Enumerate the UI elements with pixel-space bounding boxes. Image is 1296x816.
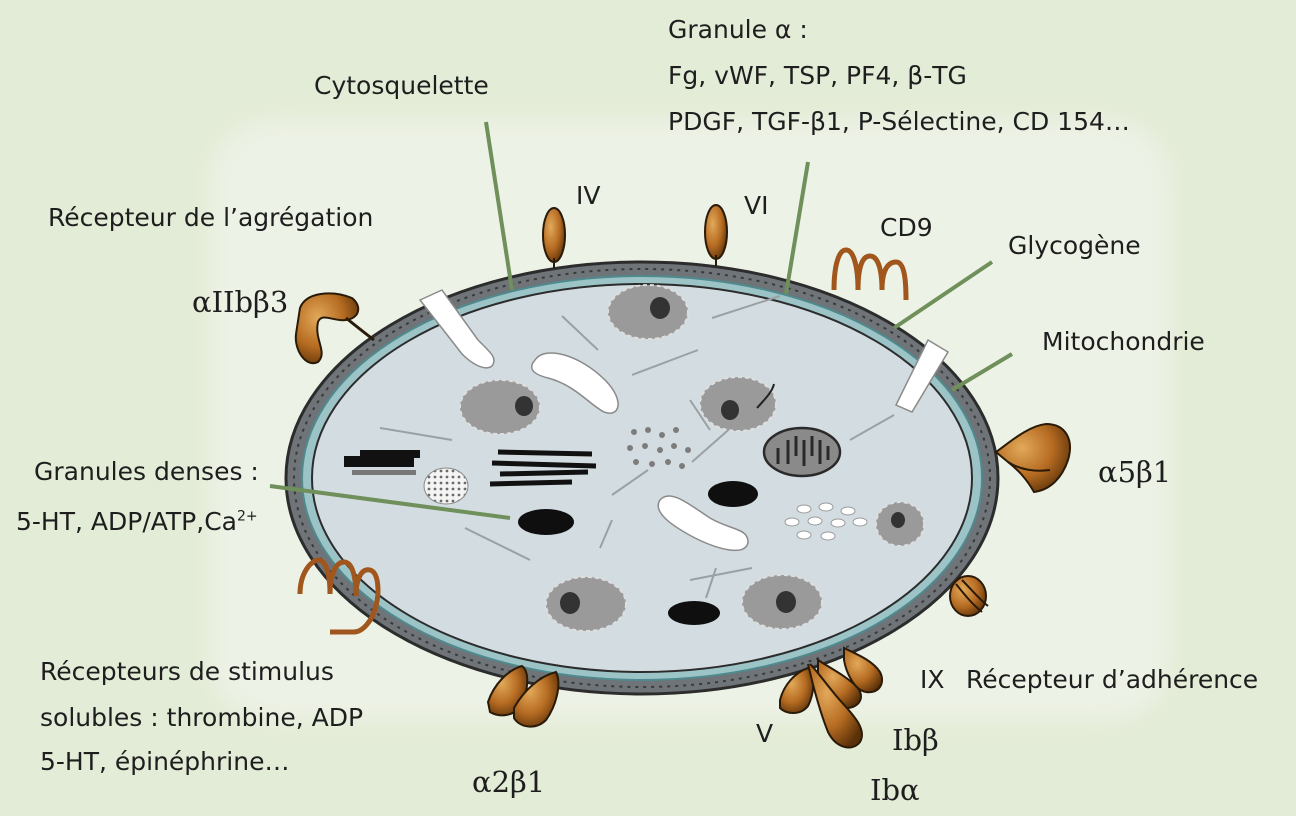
label-recepteur-agregation: Récepteur de l’agrégation bbox=[48, 203, 374, 232]
glycogen-particles bbox=[627, 427, 691, 469]
granules-denses-content-text: 5-HT, ADP/ATP,Ca bbox=[16, 507, 237, 536]
receptor-aIIbb3 bbox=[294, 292, 375, 365]
receptor-CD9 bbox=[831, 247, 909, 301]
label-recepteurs-stimulus-line2: solubles : thrombine, ADP bbox=[40, 703, 364, 732]
label-Iba: Ibα bbox=[870, 773, 920, 807]
label-IX: IX bbox=[920, 665, 945, 694]
label-granule-alpha-line2: PDGF, TGF-β1, P-Sélectine, CD 154… bbox=[668, 107, 1130, 136]
label-IV: IV bbox=[576, 181, 601, 210]
receptor-stimulus-serpentine bbox=[297, 557, 381, 635]
label-glycogene: Glycogène bbox=[1008, 231, 1141, 260]
label-granules-denses-content: 5-HT, ADP/ATP,Ca2+ bbox=[16, 507, 258, 537]
receptor-glycoprotein-small bbox=[949, 575, 989, 617]
small-vesicles bbox=[784, 502, 868, 541]
receptor-a2b1 bbox=[486, 664, 560, 728]
label-CD9: CD9 bbox=[880, 213, 933, 242]
membrane-texture bbox=[293, 268, 991, 688]
label-V: V bbox=[756, 719, 774, 748]
label-cytosquelette: Cytosquelette bbox=[314, 71, 489, 100]
canalicular-vesicle bbox=[531, 352, 619, 414]
receptor-VI bbox=[704, 204, 728, 266]
label-mitochondrie: Mitochondrie bbox=[1042, 327, 1205, 356]
label-recepteur-adherence: Récepteur d’adhérence bbox=[966, 665, 1259, 694]
granules-denses-ca-charge: 2+ bbox=[236, 508, 258, 525]
label-Ibb: Ibβ bbox=[892, 723, 939, 757]
receptor-IV bbox=[542, 207, 566, 268]
open-canalicular-channel bbox=[418, 289, 495, 369]
open-canalicular-channel bbox=[894, 338, 950, 413]
dense-tubular-system bbox=[344, 449, 597, 505]
dense-granules bbox=[518, 481, 758, 625]
label-recepteurs-stimulus-line3: 5-HT, épinéphrine… bbox=[40, 747, 290, 776]
receptor-a5b1 bbox=[994, 422, 1071, 494]
label-granule-alpha-line1: Fg, vWF, TSP, PF4, β-TG bbox=[668, 61, 967, 90]
receptor-Ib-IX-V bbox=[779, 646, 884, 749]
leader-lines bbox=[269, 121, 1014, 520]
cytoplasm bbox=[311, 283, 973, 673]
canalicular-vesicle bbox=[657, 495, 749, 552]
cytoskeleton-filaments bbox=[379, 295, 895, 599]
label-recepteurs-stimulus-line1: Récepteurs de stimulus bbox=[40, 657, 334, 686]
label-granules-denses-title: Granules denses : bbox=[34, 457, 259, 486]
mitochondrion bbox=[762, 426, 842, 478]
label-aIIbb3: αIIbβ3 bbox=[192, 285, 289, 319]
label-a5b1: α5β1 bbox=[1098, 455, 1172, 489]
alpha-granules bbox=[459, 284, 925, 632]
label-granule-alpha-title: Granule α : bbox=[668, 15, 808, 44]
label-a2b1: α2β1 bbox=[472, 765, 546, 799]
label-VI: VI bbox=[744, 191, 769, 220]
